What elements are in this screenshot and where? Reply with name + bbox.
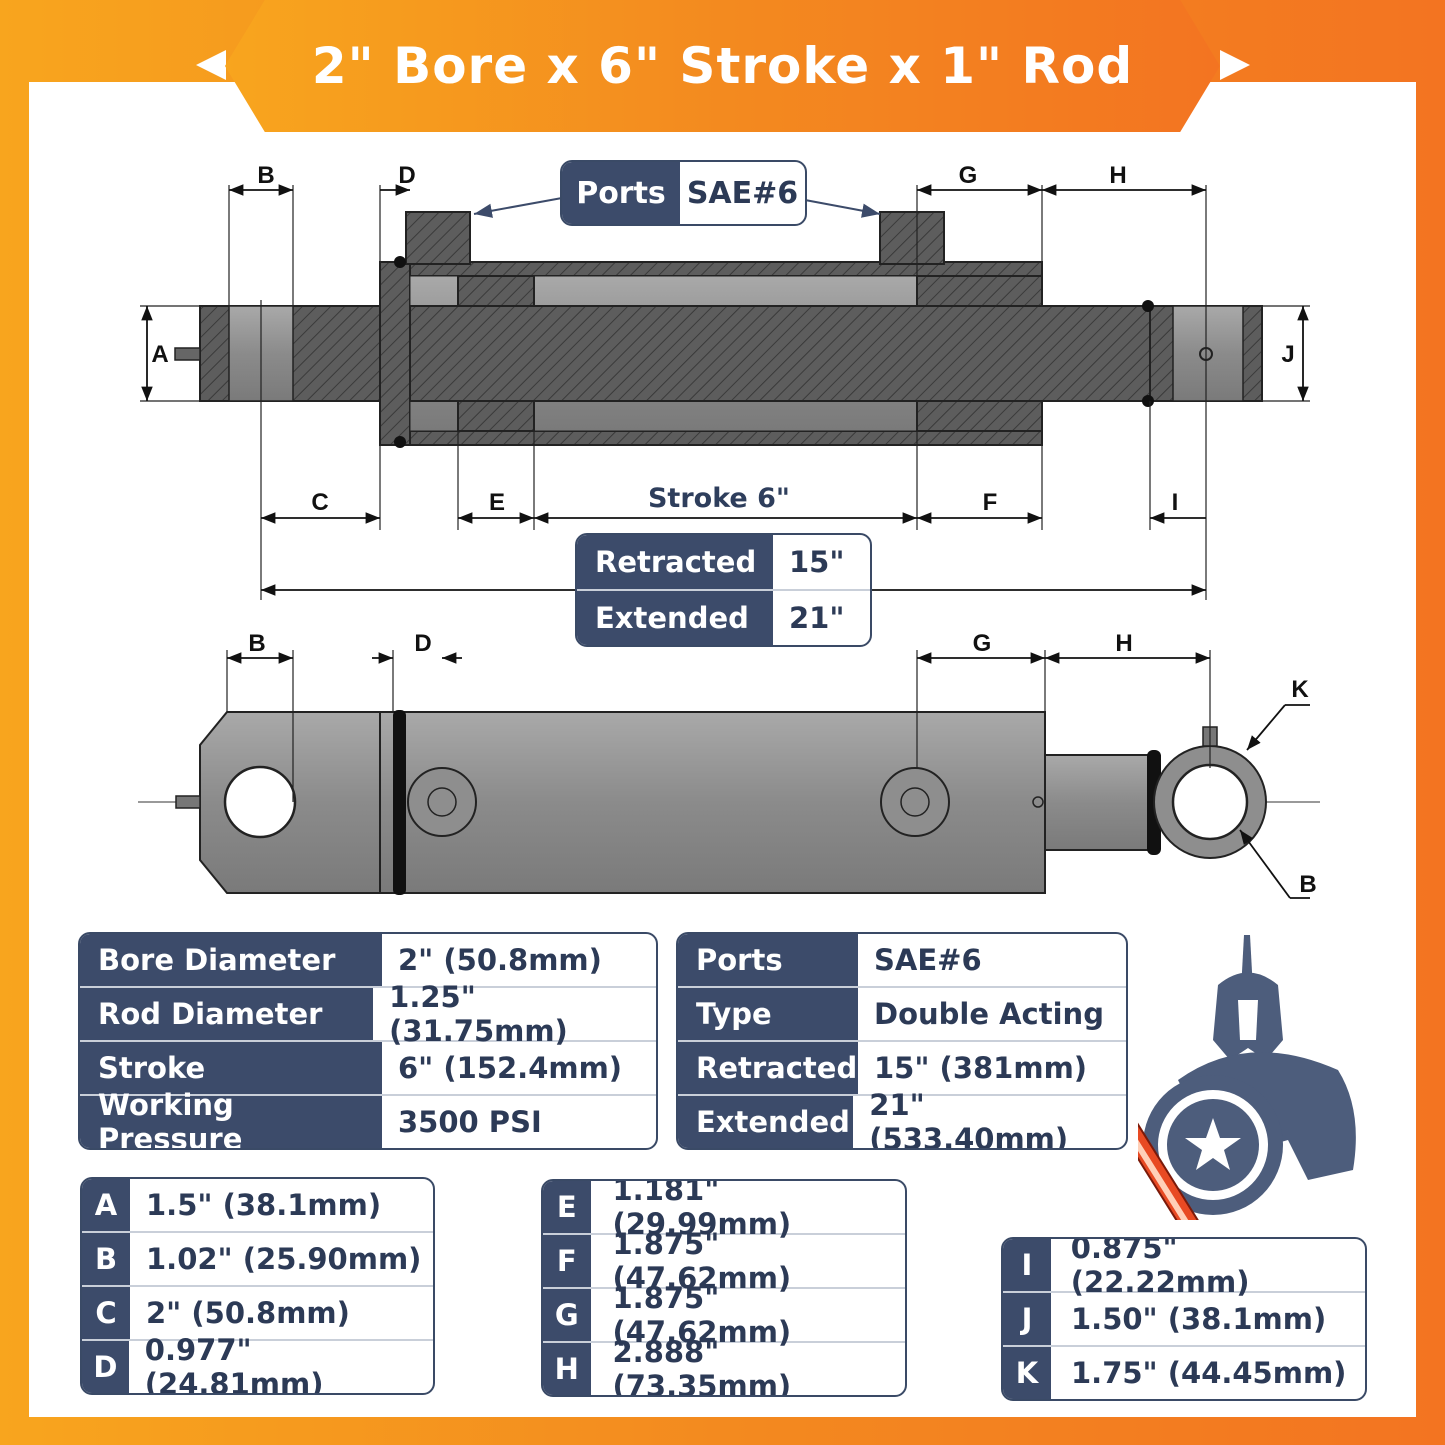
dim-label-d-top: D <box>398 162 415 189</box>
side-label-k: K <box>1291 676 1309 703</box>
stroke-label: Stroke 6" <box>648 483 790 514</box>
dims-table-i-k: I 0.875" (22.22mm) J 1.50" (38.1mm) K 1.… <box>1001 1237 1367 1401</box>
side-label-g: G <box>973 630 992 657</box>
length-callout: Retracted 15" Extended 21" <box>575 533 872 647</box>
dim-label-h-top: H <box>1109 162 1126 189</box>
dim-letter: C <box>82 1287 130 1339</box>
extended-label: Extended <box>577 591 773 645</box>
side-label-d: D <box>414 630 431 657</box>
spec-row: Stroke 6" (152.4mm) <box>80 1040 656 1094</box>
spec-label: Rod Diameter <box>80 988 374 1040</box>
dim-value: 0.977" (24.81mm) <box>144 1333 324 1395</box>
length-row-extended: Extended 21" <box>577 589 870 645</box>
spec-value: SAE#6 <box>874 943 982 977</box>
dim-row: K 1.75" (44.45mm) <box>1003 1345 1365 1399</box>
spartan-warrior-icon <box>1138 935 1356 1220</box>
dim-value: 1.181" (29.99mm) <box>612 1179 792 1241</box>
technical-drawing: B D G H A J C E F I Stroke 6" <box>138 162 1320 899</box>
dim-label-i: I <box>1172 489 1179 516</box>
dim-letter: I <box>1003 1239 1051 1291</box>
dim-value: 1.5" (38.1mm) <box>146 1188 382 1222</box>
side-label-b: B <box>248 630 265 657</box>
dim-row: C 2" (50.8mm) <box>82 1285 433 1339</box>
spec-row: Working Pressure 3500 PSI <box>80 1088 656 1148</box>
dim-label-g-top: G <box>959 162 978 189</box>
dim-letter: D <box>82 1341 129 1393</box>
extended-value: 21" <box>789 601 845 635</box>
dims-table-a-d: A 1.5" (38.1mm) B 1.02" (25.90mm) C 2" (… <box>80 1177 435 1395</box>
dim-label-b-top: B <box>257 162 274 189</box>
specs-table-left: Bore Diameter 2" (50.8mm) Rod Diameter 1… <box>78 932 658 1150</box>
spec-value: 6" (152.4mm) <box>398 1051 623 1085</box>
dim-label-e: E <box>489 489 505 516</box>
dim-value: 0.875" (22.22mm) <box>1070 1237 1250 1299</box>
spec-value: 21" (533.40mm) <box>869 1088 1069 1150</box>
dim-row: A 1.5" (38.1mm) <box>82 1179 433 1231</box>
dim-value: 2.888" (73.35mm) <box>612 1335 792 1397</box>
spec-label: Ports <box>678 934 858 986</box>
cross-section-view: B D G H A J C E F I Stroke 6" <box>140 162 1310 600</box>
spec-value: Double Acting <box>874 997 1104 1031</box>
spec-value: 3500 PSI <box>398 1105 542 1139</box>
specs-table-right: Ports SAE#6 Type Double Acting Retracted… <box>676 932 1128 1150</box>
spec-label: Retracted <box>678 1042 858 1094</box>
dim-value: 1.875" (47.62mm) <box>612 1227 792 1295</box>
dim-value: 1.75" (44.45mm) <box>1071 1356 1347 1390</box>
page-title: 2" Bore x 6" Stroke x 1" Rod <box>311 37 1134 95</box>
dim-value: 1.50" (38.1mm) <box>1071 1302 1327 1336</box>
spec-label: Bore Diameter <box>80 934 382 986</box>
dim-label-c: C <box>311 489 328 516</box>
spec-row: Rod Diameter 1.25" (31.75mm) <box>80 980 656 1048</box>
dim-letter: B <box>82 1233 130 1285</box>
spec-label: Extended <box>678 1096 854 1148</box>
ports-callout-label: Ports <box>562 162 680 224</box>
dim-row: J 1.50" (38.1mm) <box>1003 1291 1365 1345</box>
dim-letter: J <box>1003 1293 1051 1345</box>
spec-label: Working Pressure <box>80 1088 382 1148</box>
spec-value: 2" (50.8mm) <box>398 943 602 977</box>
dim-row: E 1.181" (29.99mm) <box>543 1179 905 1241</box>
side-label-h: H <box>1115 630 1132 657</box>
dim-value: 1.875" (47.62mm) <box>612 1281 792 1349</box>
spec-value: 15" (381mm) <box>874 1051 1088 1085</box>
dim-label-a: A <box>151 341 168 368</box>
dims-table-e-h: E 1.181" (29.99mm) F 1.875" (47.62mm) G … <box>541 1179 907 1397</box>
side-view: B D G H K B <box>138 630 1320 899</box>
dim-row: F 1.875" (47.62mm) <box>543 1227 905 1295</box>
dim-label-f: F <box>983 489 998 516</box>
dim-letter: F <box>543 1235 591 1287</box>
dim-row: H 2.888" (73.35mm) <box>543 1335 905 1397</box>
spec-row: Bore Diameter 2" (50.8mm) <box>80 934 656 986</box>
dim-row: G 1.875" (47.62mm) <box>543 1281 905 1349</box>
dim-letter: K <box>1003 1347 1051 1399</box>
spec-row: Retracted 15" (381mm) <box>678 1040 1126 1094</box>
dim-row: D 0.977" (24.81mm) <box>82 1333 433 1395</box>
dim-letter: H <box>543 1343 591 1395</box>
retracted-label: Retracted <box>577 535 773 589</box>
spec-label: Stroke <box>80 1042 382 1094</box>
dim-row: B 1.02" (25.90mm) <box>82 1231 433 1285</box>
spec-row: Type Double Acting <box>678 986 1126 1040</box>
length-row-retracted: Retracted 15" <box>577 535 870 589</box>
ports-callout-value: SAE#6 <box>686 175 799 211</box>
title-banner: 2" Bore x 6" Stroke x 1" Rod <box>225 0 1220 132</box>
dim-letter: A <box>82 1179 130 1231</box>
dim-letter: E <box>543 1181 591 1233</box>
dim-value: 2" (50.8mm) <box>146 1296 350 1330</box>
dim-letter: G <box>543 1289 591 1341</box>
spec-row: Extended 21" (533.40mm) <box>678 1088 1126 1150</box>
side-label-b2: B <box>1299 871 1316 898</box>
spec-row: Ports SAE#6 <box>678 934 1126 986</box>
dim-value: 1.02" (25.90mm) <box>146 1242 422 1276</box>
dim-row: I 0.875" (22.22mm) <box>1003 1237 1365 1299</box>
retracted-value: 15" <box>789 545 845 579</box>
spec-label: Type <box>678 988 858 1040</box>
spec-value: 1.25" (31.75mm) <box>389 980 568 1048</box>
ports-callout: Ports SAE#6 <box>560 160 807 226</box>
dim-label-j: J <box>1281 341 1294 368</box>
